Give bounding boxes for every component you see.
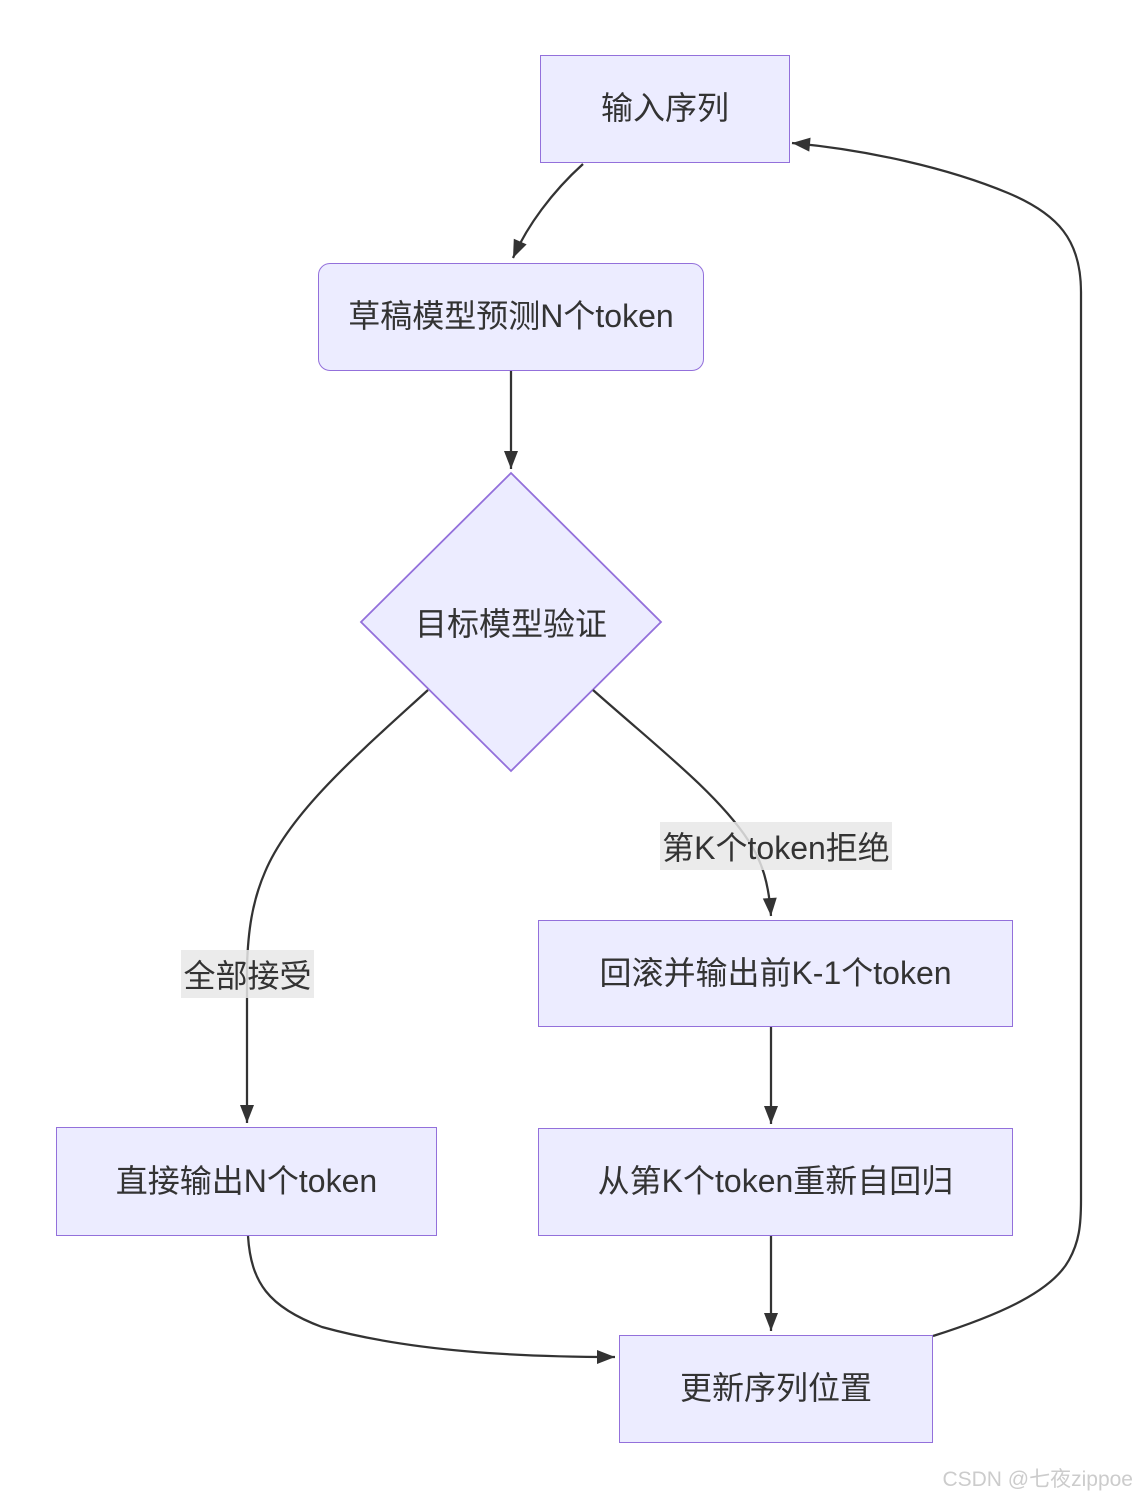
node-reautoregress: 从第K个token重新自回归 bbox=[538, 1128, 1013, 1236]
node-draft-predict-label: 草稿模型预测N个token bbox=[348, 298, 674, 335]
edge-label-kth-rejected: 第K个token拒绝 bbox=[660, 822, 892, 870]
edge-label-kth-rejected-text: 第K个token拒绝 bbox=[662, 830, 890, 866]
node-rollback-output: 回滚并输出前K-1个token bbox=[538, 920, 1013, 1027]
edge-direct-to-update bbox=[246, 1235, 616, 1364]
node-rollback-output-label: 回滚并输出前K-1个token bbox=[599, 954, 952, 991]
edge-label-accept-all: 全部接受 bbox=[181, 950, 314, 998]
csdn-watermark: CSDN @七夜zippoe bbox=[942, 1468, 1133, 1491]
node-verify-label-wrap: 目标模型验证 bbox=[361, 596, 661, 648]
node-input-sequence: 输入序列 bbox=[540, 55, 790, 163]
node-update-position: 更新序列位置 bbox=[619, 1335, 933, 1443]
edge-verify-to-rollback bbox=[592, 689, 777, 917]
node-direct-output-label: 直接输出N个token bbox=[115, 1162, 378, 1199]
edge-input-to-draft bbox=[511, 163, 584, 259]
node-verify-label: 目标模型验证 bbox=[414, 606, 607, 642]
node-input-sequence-label: 输入序列 bbox=[600, 90, 729, 127]
node-draft-predict: 草稿模型预测N个token bbox=[318, 263, 704, 371]
node-direct-output: 直接输出N个token bbox=[56, 1127, 437, 1236]
edge-verify-to-direct bbox=[240, 689, 429, 1123]
edge-update-to-input-loop bbox=[791, 137, 1083, 1338]
verify-diamond-shape bbox=[359, 471, 663, 773]
node-reautoregress-label: 从第K个token重新自回归 bbox=[597, 1163, 954, 1200]
node-update-position-label: 更新序列位置 bbox=[679, 1370, 872, 1407]
edge-label-accept-all-text: 全部接受 bbox=[183, 958, 312, 994]
